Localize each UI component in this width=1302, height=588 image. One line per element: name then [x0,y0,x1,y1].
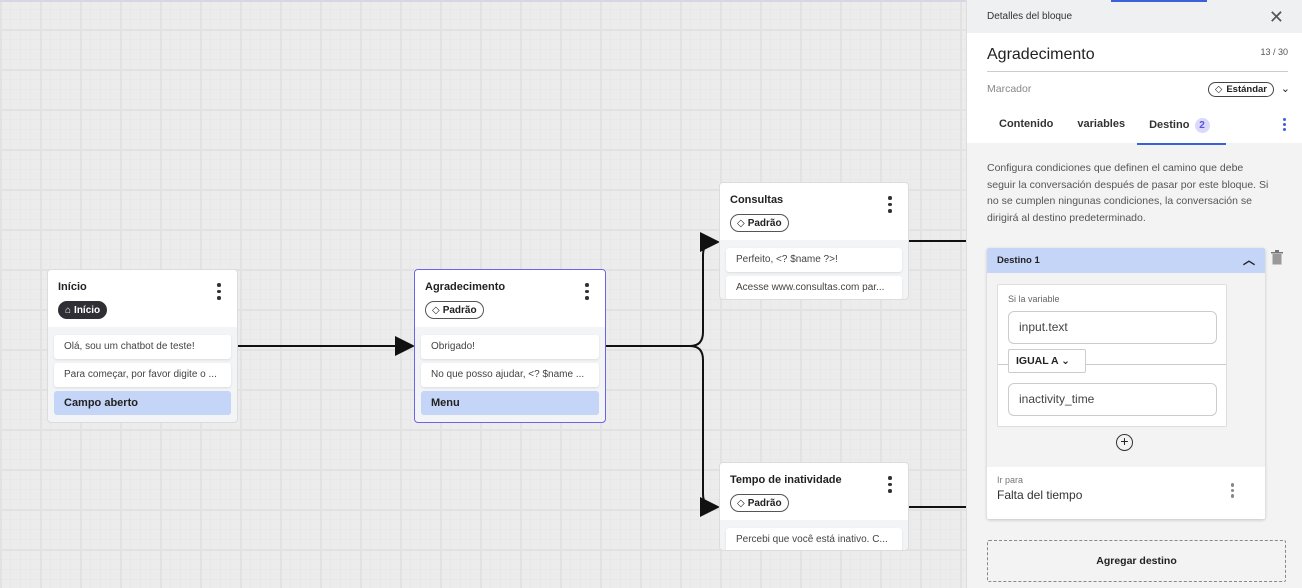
more-icon[interactable] [217,283,221,300]
home-icon: ⌂ [65,304,72,316]
add-condition-icon[interactable]: + [1116,434,1133,451]
tab-destino[interactable]: Destino 2 [1137,110,1226,145]
message-item[interactable]: Obrigado! [421,335,599,359]
tag-badge: ◇Padrão [730,214,789,232]
count-badge: 2 [1194,118,1210,133]
node-consultas[interactable]: Consultas ◇Padrão Perfeito, <? $name ?>!… [719,182,909,300]
divider [987,71,1288,72]
more-icon[interactable] [888,476,892,493]
message-item[interactable]: Olá, sou um chatbot de teste! [54,335,231,359]
add-destination-button[interactable]: Agregar destino [987,540,1286,582]
node-title: Agradecimento [425,281,506,293]
destino-card: Destino 1 ︿ Si la variable input.text IGU… [987,248,1265,519]
node-title: Consultas [730,194,784,206]
node-title: Tempo de inatividade [730,474,842,486]
condition-label: Si la variable [1008,294,1060,304]
node-inicio[interactable]: Início ⌂Início Olá, sou um chatbot de te… [47,269,238,423]
operator-select[interactable]: IGUAL A ⌄ [1008,349,1086,373]
message-item[interactable]: Para começar, por favor digite o ... [54,363,231,387]
marker-value: Estándar [1226,84,1267,95]
goto-section[interactable]: Ir para Falta del tiempo [987,467,1265,519]
node-agradecimento[interactable]: Agradecimento ◇Padrão Obrigado! No que p… [414,269,606,423]
tab-variables[interactable]: variables [1077,118,1126,130]
condition-box: Si la variable input.text IGUAL A ⌄ inac… [997,284,1227,427]
trash-icon[interactable] [1271,250,1283,265]
value-input[interactable]: inactivity_time [1008,383,1217,416]
input-item[interactable]: Campo aberto [54,391,231,415]
goto-value: Falta del tiempo [997,488,1083,502]
chevron-up-icon[interactable]: ︿ [1242,253,1255,267]
message-item[interactable]: No que posso ajudar, <? $name ... [421,363,599,387]
flow-canvas[interactable]: Início ⌂Início Olá, sou um chatbot de te… [0,0,966,588]
close-icon[interactable]: ✕ [1268,7,1284,27]
edges [238,232,966,517]
message-item[interactable]: Acesse www.consultas.com par... [726,276,902,299]
start-tag: ⌂Início [58,301,108,319]
tab-label: Destino [1149,119,1190,131]
char-counter: 13 / 30 [1260,47,1288,57]
node-title: Início [58,281,87,293]
top-indicator [1111,0,1207,2]
tag-badge: ◇Padrão [730,494,789,512]
tag-icon: ◇ [737,497,745,509]
tag-label: Padrão [747,497,782,509]
goto-label: Ir para [997,475,1024,485]
tag-icon: ◇ [1215,84,1223,95]
block-details-panel: Detalles del bloque ✕ Agradecimento 13 /… [966,0,1302,588]
chevron-down-icon[interactable]: ⌄ [1280,83,1290,95]
message-item[interactable]: Perfeito, <? $name ?>! [726,248,902,272]
tag-label: Padrão [442,304,477,316]
destino-title: Destino 1 [997,255,1040,266]
divider [998,364,1226,365]
more-icon[interactable] [888,196,892,213]
marker-label: Marcador [987,83,1032,95]
input-item[interactable]: Menu [421,391,599,415]
more-icon[interactable] [1283,118,1286,131]
marker-select[interactable]: ◇Estándar [1208,82,1274,97]
node-tempo-de-inatividade[interactable]: Tempo de inatividade ◇Padrão Percebi que… [719,462,909,551]
tab-contenido[interactable]: Contenido [999,118,1054,130]
more-icon[interactable] [585,283,589,300]
tag-label: Padrão [747,217,782,229]
panel-header: Detalles del bloque [987,11,1073,22]
description: Configura condiciones que definen el cam… [987,162,1269,224]
destino-header[interactable]: Destino 1 ︿ [987,248,1265,273]
message-item[interactable]: Percebi que você está inativo. C... [726,528,902,550]
more-icon[interactable] [1230,483,1234,498]
tag-badge: ◇Padrão [425,301,484,319]
chevron-down-icon: ⌄ [1061,355,1070,367]
edge-agradecimento-tempo [606,345,720,517]
tag-icon: ◇ [432,304,440,316]
operator-value: IGUAL A [1016,355,1059,367]
tag-icon: ◇ [737,217,745,229]
variable-input[interactable]: input.text [1008,311,1217,344]
edge-agradecimento-consultas [606,232,720,347]
tag-label: Início [74,304,101,316]
block-name-input[interactable]: Agradecimento [987,46,1095,63]
